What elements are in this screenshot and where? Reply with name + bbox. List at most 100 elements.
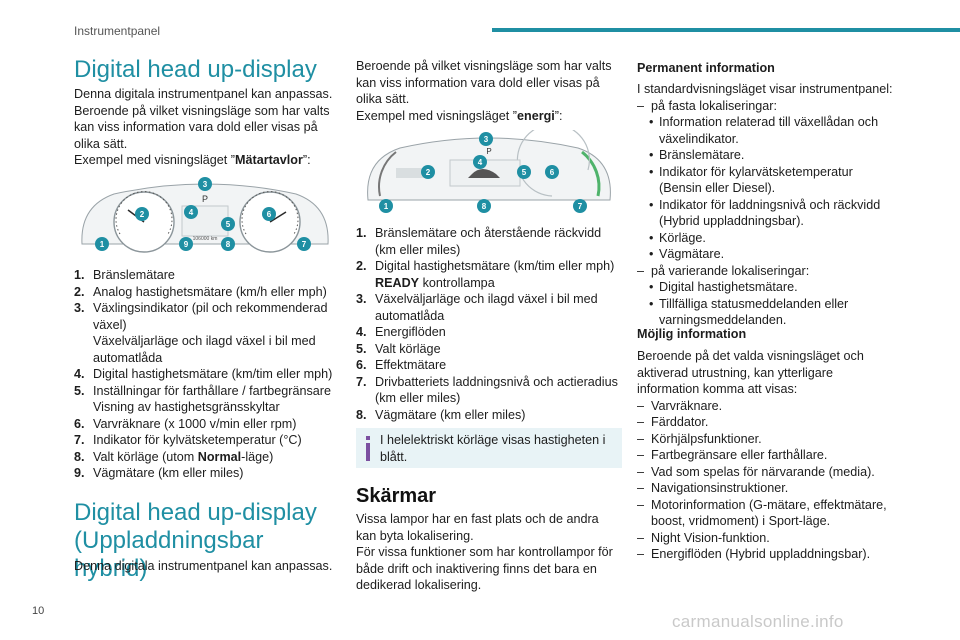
badge-7: 7: [573, 199, 587, 213]
mode-name: Mätartavlor: [235, 153, 303, 167]
badge-3: 3: [198, 177, 212, 191]
legend-item: 8.Vägmätare (km eller miles): [356, 407, 526, 422]
legend-item: 3.Växlingsindikator (pil och rekommender…: [74, 301, 328, 365]
instrument-cluster-figure: P 106000 km 1 2 3 4 5 6 7 8 9: [81, 177, 329, 253]
badge-6: 6: [545, 165, 559, 179]
gear-letter: P: [202, 194, 208, 204]
dash-item: –Energiflöden (Hybrid uppladdningsbar).: [637, 547, 871, 561]
dash-item: –Fartbegränsare eller farthållare.: [637, 448, 828, 462]
legend-item: 2.Analog hastighetsmätare (km/h eller mp…: [74, 284, 327, 299]
bullet-item: •Bränslemätare.: [649, 148, 745, 162]
svg-text:5: 5: [226, 220, 231, 229]
badge-7: 7: [297, 237, 311, 251]
legend-item: 1.Bränslemätare: [74, 268, 175, 282]
intro-text: Beroende på vilket visningsläge som har …: [356, 59, 612, 106]
badge-4: 4: [184, 205, 198, 219]
badge-2: 2: [421, 165, 435, 179]
badge-9: 9: [179, 237, 193, 251]
legend-item: 9.Vägmätare (km eller miles): [74, 466, 244, 480]
svg-text:7: 7: [302, 240, 307, 249]
dash-item: –Vad som spelas för närvarande (media).: [637, 464, 875, 479]
badge-3: 3: [479, 132, 493, 146]
legend-item: 8.Valt körläge (utom Normal-läge): [74, 449, 274, 464]
hybrid-intro-text: Denna digitala instrumentpanel kan anpas…: [74, 559, 333, 573]
energy-cluster-figure: P 1 2 3 4 5 6 7 8: [367, 130, 611, 213]
badge-1: 1: [95, 237, 109, 251]
screens-text-1: Vissa lampor har en fast plats och de an…: [356, 512, 599, 543]
header-accent-bar: [492, 28, 960, 32]
dash-item: –Körhjälpsfunktioner.: [637, 431, 762, 446]
permanent-intro: I standardvisningsläget visar instrument…: [637, 82, 893, 96]
page-number: 10: [32, 605, 45, 617]
badge-8: 8: [477, 199, 491, 213]
legend-item: 5.Valt körläge: [356, 341, 441, 356]
svg-text:2: 2: [426, 168, 431, 177]
intro-text: Denna digitala instrumentpanel kan anpas…: [74, 87, 333, 151]
running-header: Instrumentpanel: [74, 24, 161, 38]
intro-paragraph: Denna digitala instrumentpanel kan anpas…: [74, 86, 336, 169]
bullet-item: •Vägmätare.: [649, 247, 725, 261]
badge-4: 4: [473, 155, 487, 169]
heading-screens: Skärmar: [356, 485, 437, 507]
possible-intro: Beroende på det valda visningsläget och …: [637, 349, 864, 396]
legend-list-2: 1.Bränslemätare och återstående räckvidd…: [356, 225, 622, 423]
dash-item: –på fasta lokaliseringar:: [637, 98, 778, 113]
example-line: Exempel med visningsläget ”Mätartavlor”:: [74, 152, 336, 169]
dash-item: –Motorinformation (G-mätare, effektmätar…: [637, 497, 887, 529]
section-title-hybrid-hud: Digital head up-display (Uppladdningsbar…: [74, 499, 317, 582]
dash-item: –Navigationsinstruktioner.: [637, 481, 789, 495]
watermark: carmanualsonline.info: [672, 612, 844, 631]
legend-list-1: 1.Bränslemätare 2.Analog hastighetsmätar…: [74, 267, 336, 482]
svg-text:5: 5: [522, 168, 527, 177]
intro-paragraph-2: Beroende på vilket visningsläge som har …: [356, 58, 622, 124]
screens-paragraph: Vissa lampor har en fast plats och de an…: [356, 511, 622, 594]
bullet-item: •Information relaterad till växellådan o…: [649, 115, 879, 146]
svg-text:1: 1: [100, 240, 105, 249]
badge-5: 5: [221, 217, 235, 231]
dash-item: –på varierande lokaliseringar:: [637, 263, 810, 278]
svg-text:3: 3: [484, 135, 489, 144]
legend-item: 4.Digital hastighetsmätare (km/tim eller…: [74, 367, 333, 381]
dash-item: –Night Vision-funktion.: [637, 530, 770, 545]
svg-text:4: 4: [189, 208, 194, 217]
dash-item: –Varvräknare.: [637, 398, 723, 413]
gear-letter: P: [486, 147, 491, 156]
legend-item: 4.Energiflöden: [356, 325, 446, 339]
figure-1-badges: 1 2 3 4 5 6 7 8 9: [95, 177, 311, 251]
legend-item: 7.Drivbatteriets laddningsnivå och actie…: [356, 374, 618, 406]
svg-text:6: 6: [267, 210, 272, 219]
heading-permanent-info: Permanent information: [637, 61, 775, 75]
info-note: I helelektriskt körläge visas hastighete…: [356, 428, 622, 468]
legend-item: 5.Inställningar för farthållare / fartbe…: [74, 383, 332, 415]
figure-2-badges: 1 2 3 4 5 6 7 8: [379, 132, 587, 213]
badge-8: 8: [221, 237, 235, 251]
info-note-text: I helelektriskt körläge visas hastighete…: [380, 433, 606, 464]
svg-text:8: 8: [482, 202, 487, 211]
badge-2: 2: [135, 207, 149, 221]
svg-text:8: 8: [226, 240, 231, 249]
section-title-digital-hud: Digital head up-display: [74, 56, 317, 83]
bullet-item: •Indikator för kylarvätsketemperatur (Be…: [649, 164, 853, 196]
legend-item: 7.Indikator för kylvätsketemperatur (°C): [74, 433, 302, 447]
svg-text:2: 2: [140, 210, 145, 219]
badge-1: 1: [379, 199, 393, 213]
possible-info-body: Beroende på det valda visningsläget och …: [637, 348, 897, 563]
info-icon: [366, 436, 370, 461]
odometer-readout: 106000 km: [193, 236, 218, 242]
example-suffix: ”:: [302, 153, 311, 167]
legend-item: 2.Digital hastighetsmätare (km/tim eller…: [356, 259, 615, 290]
legend-item: 6.Effektmätare: [356, 358, 447, 372]
svg-text:9: 9: [184, 240, 189, 249]
badge-6: 6: [262, 207, 276, 221]
svg-text:1: 1: [384, 202, 389, 211]
svg-text:4: 4: [478, 158, 483, 167]
legend-item: 3.Växelväljarläge och ilagd växel i bil …: [356, 292, 598, 323]
bullet-item: •Indikator för laddningsnivå och räckvid…: [649, 197, 881, 229]
bullet-item: •Digital hastighetsmätare.: [649, 280, 798, 294]
badge-5: 5: [517, 165, 531, 179]
example-prefix: Exempel med visningsläget ”: [74, 153, 235, 167]
legend-item: 1.Bränslemätare och återstående räckvidd…: [356, 226, 602, 257]
dash-item: –Färddator.: [637, 415, 709, 429]
svg-text:6: 6: [550, 168, 555, 177]
heading-possible-info: Möjlig information: [637, 327, 747, 341]
